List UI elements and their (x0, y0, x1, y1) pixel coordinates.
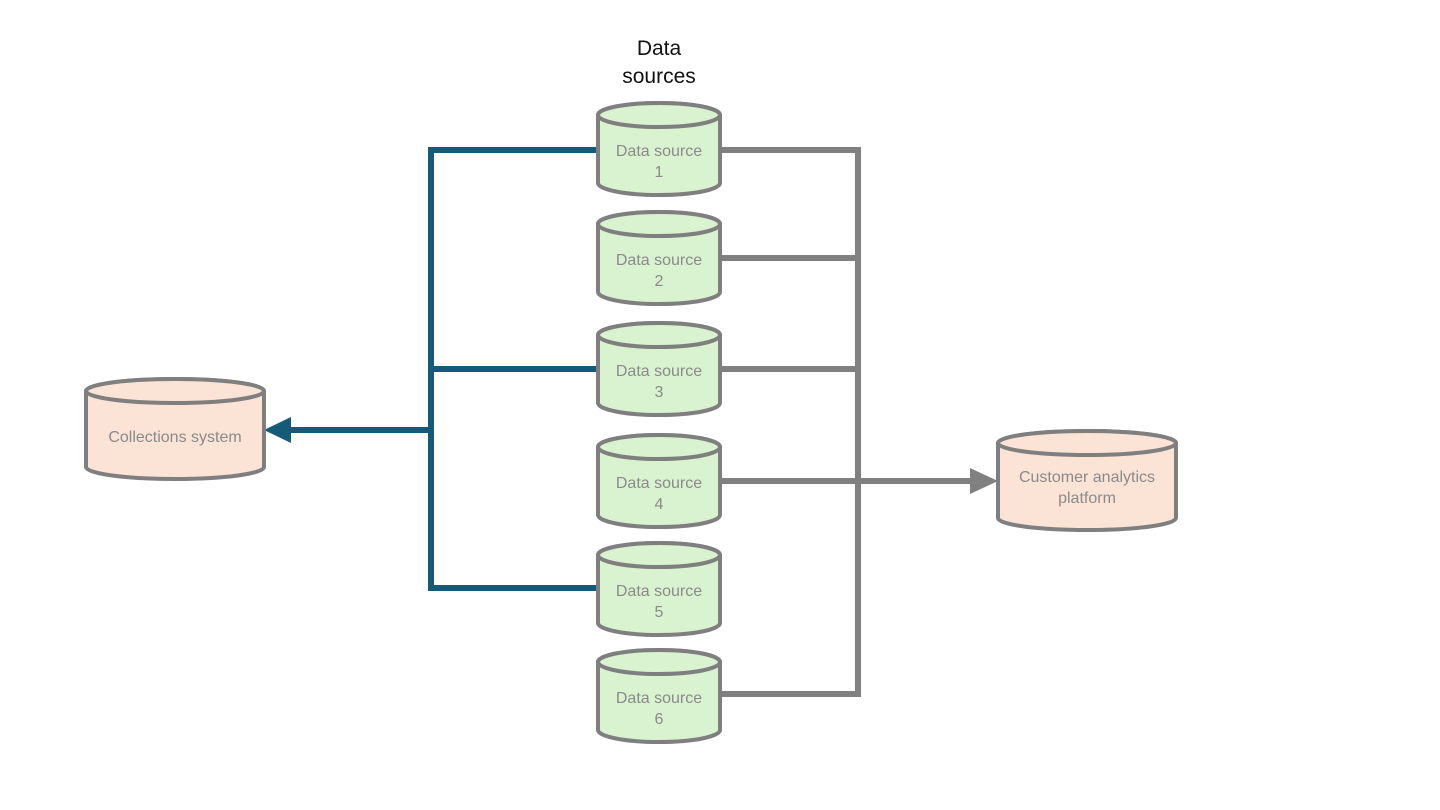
customer-analytics-platform-cylinder: Customer analytics platform (996, 429, 1178, 532)
data-source-4-top (596, 433, 722, 461)
data-source-2-label-line1: Data source (616, 252, 702, 269)
data-source-4-label-line1: Data source (616, 475, 702, 492)
data-source-5-cylinder: Data source 5 (596, 541, 722, 637)
customer-analytics-platform-label-line2: platform (1058, 490, 1116, 507)
data-source-6-cylinder: Data source 6 (596, 648, 722, 744)
data-source-3-cylinder: Data source 3 (596, 321, 722, 417)
customer-analytics-platform-label-line1: Customer analytics (1019, 469, 1155, 486)
data-source-1-cylinder: Data source 1 (596, 101, 722, 197)
customer-analytics-platform-top (996, 429, 1178, 457)
data-source-3-label-line2: 3 (655, 384, 664, 401)
data-source-2-top (596, 210, 722, 238)
data-source-1-top (596, 101, 722, 129)
data-sources-heading-line2: sources (622, 65, 696, 88)
analytics-connectors (720, 147, 998, 697)
data-source-4-label-line2: 4 (655, 496, 664, 513)
data-source-6-label-line1: Data source (616, 690, 702, 707)
collections-system-label: Collections system (108, 429, 241, 446)
analytics-arrowhead (970, 468, 998, 494)
data-source-1-label-line2: 1 (655, 164, 664, 181)
data-source-6-top (596, 648, 722, 676)
data-source-3-top (596, 321, 722, 349)
data-source-1-label-line1: Data source (616, 143, 702, 160)
data-source-5-label-line2: 5 (655, 604, 664, 621)
data-source-3-label-line1: Data source (616, 363, 702, 380)
data-sources-heading-line1: Data (637, 37, 682, 60)
data-source-5-label-line1: Data source (616, 583, 702, 600)
collections-arrowhead (264, 417, 291, 443)
data-source-4-cylinder: Data source 4 (596, 433, 722, 529)
data-source-2-label-line2: 2 (655, 273, 664, 290)
collections-system-cylinder: Collections system (84, 377, 266, 481)
collections-connectors (264, 147, 598, 591)
data-source-5-top (596, 541, 722, 569)
data-source-6-label-line2: 6 (655, 711, 664, 728)
collections-system-top (84, 377, 266, 405)
data-source-2-cylinder: Data source 2 (596, 210, 722, 306)
